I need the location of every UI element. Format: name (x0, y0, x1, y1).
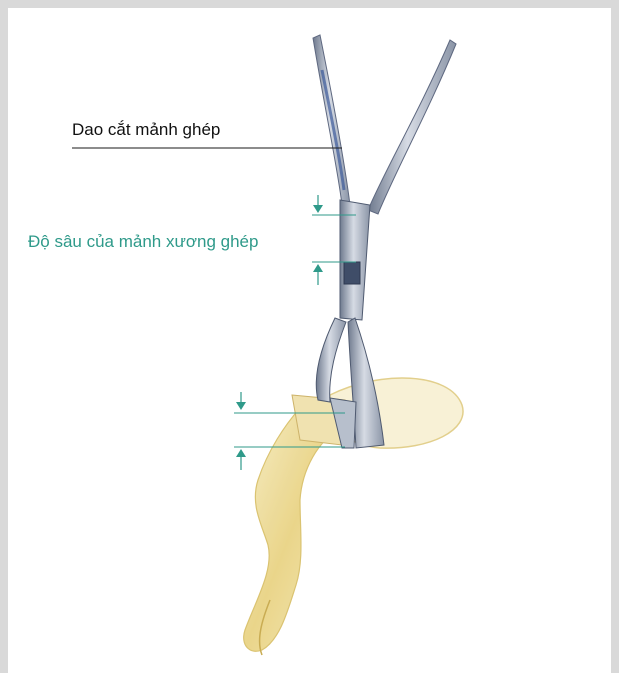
depth-label: Độ sâu của mảnh xương ghép (28, 232, 258, 252)
tool-label: Dao cắt mảnh ghép (72, 120, 220, 140)
